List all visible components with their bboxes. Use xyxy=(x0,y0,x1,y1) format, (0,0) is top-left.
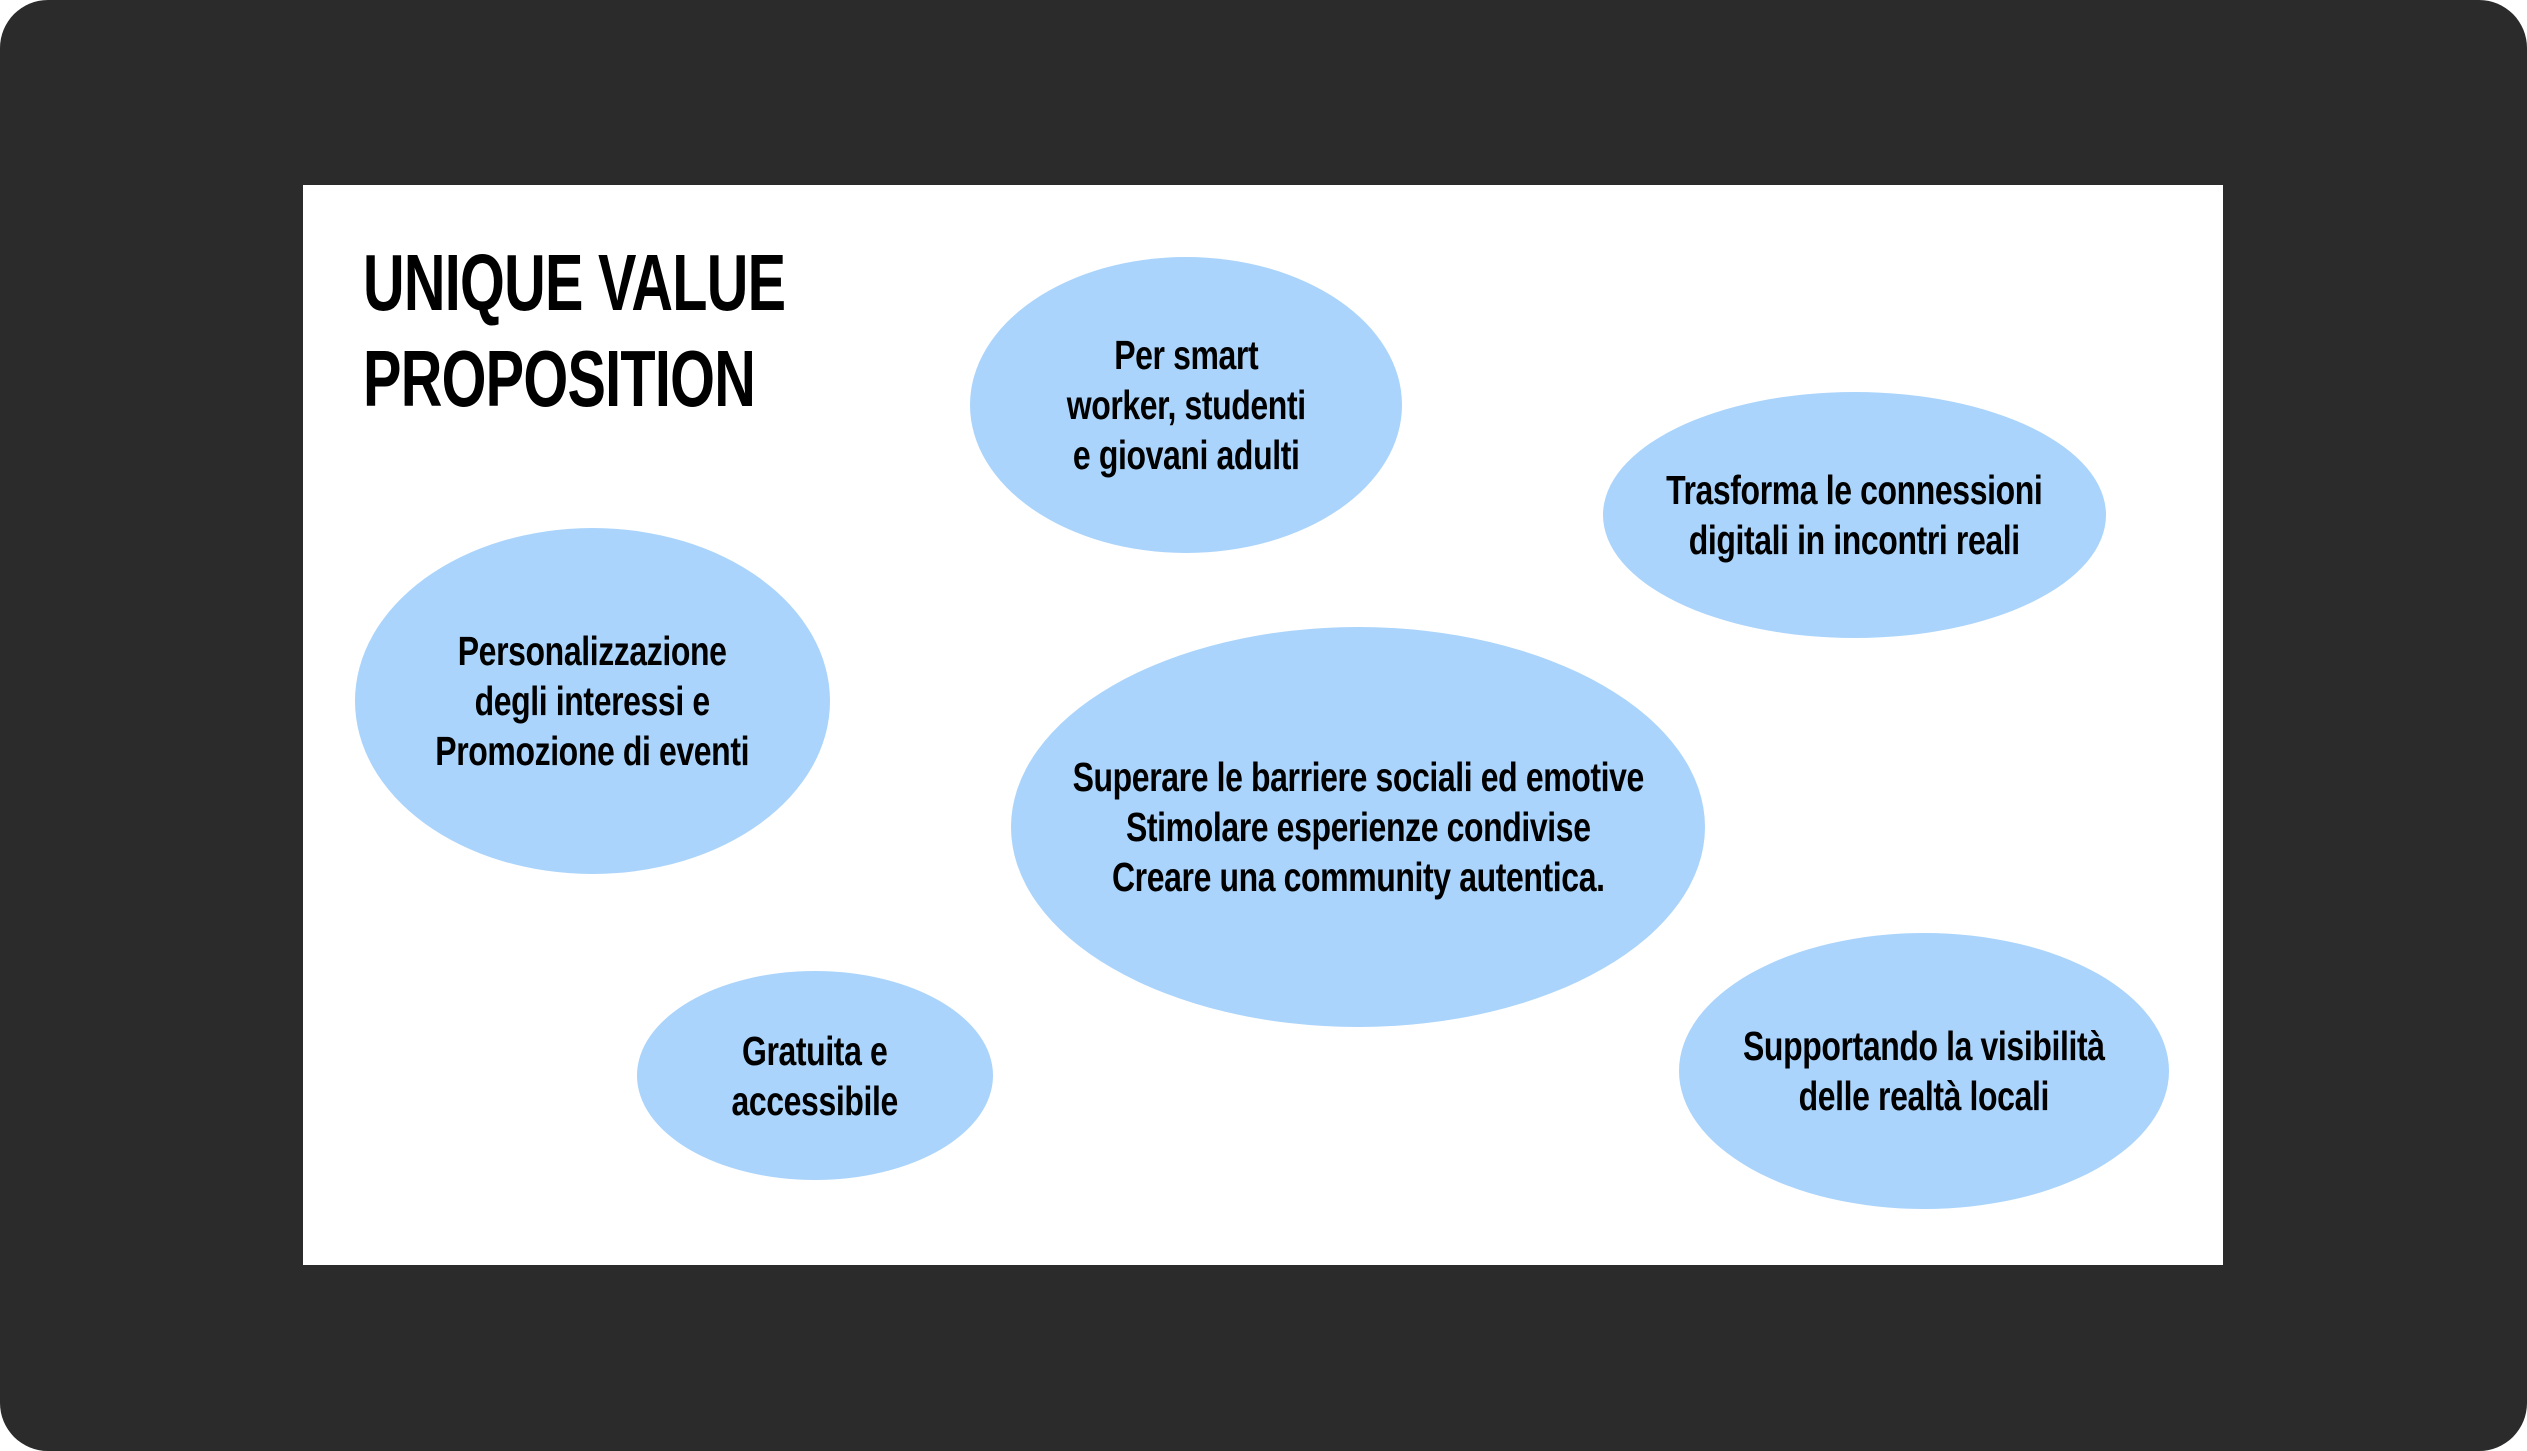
bubble-core-text: Superare le barriere sociali ed emotive … xyxy=(1072,752,1644,902)
bubble-audience-line-2: worker, studenti xyxy=(1066,382,1306,428)
bubble-audience-line-1: Per smart xyxy=(1113,332,1259,378)
bubble-free: Gratuita e accessibile xyxy=(637,971,993,1180)
bubble-personalization: Personalizzazione degli interessi e Prom… xyxy=(355,528,830,874)
bubble-audience-line-3: e giovani adulti xyxy=(1072,432,1300,478)
bubble-personalization-text: Personalizzazione degli interessi e Prom… xyxy=(436,626,750,776)
bubble-connections-line-2: digitali in incontri reali xyxy=(1688,517,2021,563)
bubble-connections: Trasforma le connessioni digitali in inc… xyxy=(1603,392,2106,638)
bubble-local: Supportando la visibilità delle realtà l… xyxy=(1679,933,2169,1209)
slide-title: UNIQUE VALUE PROPOSITION xyxy=(363,235,786,427)
bubble-core-line-3: Creare una community autentica. xyxy=(1111,854,1605,900)
bubble-core-line-2: Stimolare esperienze condivise xyxy=(1125,804,1591,850)
bubble-core: Superare le barriere sociali ed emotive … xyxy=(1011,627,1705,1027)
bubble-free-line-2: accessibile xyxy=(731,1077,899,1124)
bubble-connections-text: Trasforma le connessioni digitali in inc… xyxy=(1666,465,2043,565)
slide-title-line-2: PROPOSITION xyxy=(363,334,756,423)
bubble-free-text: Gratuita e accessibile xyxy=(731,1026,899,1126)
bubble-local-text: Supportando la visibilità delle realtà l… xyxy=(1743,1021,2105,1121)
bubble-personalization-line-2: degli interessi e xyxy=(474,678,711,724)
bubble-core-line-1: Superare le barriere sociali ed emotive xyxy=(1072,754,1644,800)
bubble-audience: Per smart worker, studenti e giovani adu… xyxy=(970,257,1402,553)
bubble-connections-line-1: Trasforma le connessioni xyxy=(1666,467,2043,513)
bubble-personalization-line-3: Promozione di eventi xyxy=(435,728,750,774)
slide-title-line-1: UNIQUE VALUE xyxy=(363,238,786,327)
bubble-local-line-2: delle realtà locali xyxy=(1798,1073,2050,1119)
slide: UNIQUE VALUE PROPOSITION Per smart worke… xyxy=(303,185,2223,1265)
bubble-free-line-1: Gratuita e xyxy=(742,1027,888,1074)
bubble-audience-text: Per smart worker, studenti e giovani adu… xyxy=(1066,330,1305,480)
bubble-personalization-line-1: Personalizzazione xyxy=(458,628,727,674)
bubble-local-line-1: Supportando la visibilità xyxy=(1743,1023,2105,1069)
